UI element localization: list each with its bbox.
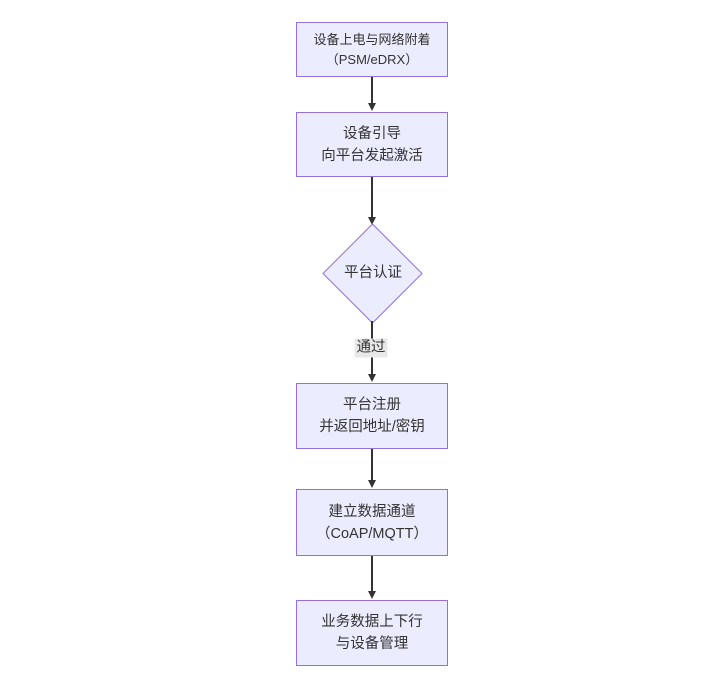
node-label: 向平台发起激活	[321, 147, 423, 164]
node-label: 与设备管理	[335, 636, 409, 652]
flow-arrow-1	[368, 77, 376, 111]
node-label: 设备上电与网络附着	[313, 31, 431, 47]
node-power-attach: 设备上电与网络附着 （PSM/eDRX）	[296, 22, 448, 77]
arrow-shaft	[371, 177, 373, 218]
node-label: 设备引导	[343, 125, 401, 142]
node-business-mgmt: 业务数据上下行 与设备管理	[296, 600, 448, 666]
node-bootstrap: 设备引导 向平台发起激活	[296, 112, 448, 177]
arrow-shaft	[371, 77, 373, 104]
flow-arrow-2	[368, 177, 376, 225]
arrow-shaft	[371, 449, 373, 481]
node-label: 业务数据上下行	[321, 614, 423, 630]
node-label: 平台注册	[343, 397, 401, 413]
node-label: （PSM/eDRX）	[325, 51, 419, 67]
arrowhead-icon	[368, 480, 376, 488]
flow-arrow-4	[368, 449, 376, 488]
arrowhead-icon	[368, 217, 376, 225]
node-label: 建立数据通道	[328, 503, 416, 520]
node-label: 并返回地址/密钥	[319, 419, 425, 435]
arrowhead-icon	[368, 374, 376, 382]
flow-arrow-5	[368, 556, 376, 599]
arrow-shaft	[371, 556, 373, 592]
arrowhead-icon	[368, 103, 376, 111]
node-data-channel: 建立数据通道 （CoAP/MQTT）	[296, 489, 448, 556]
node-label: 平台认证	[344, 265, 402, 281]
node-label: （CoAP/MQTT）	[316, 525, 428, 542]
edge-label-pass: 通过	[354, 338, 388, 358]
arrowhead-icon	[368, 591, 376, 599]
node-platform-register: 平台注册 并返回地址/密钥	[296, 383, 448, 449]
